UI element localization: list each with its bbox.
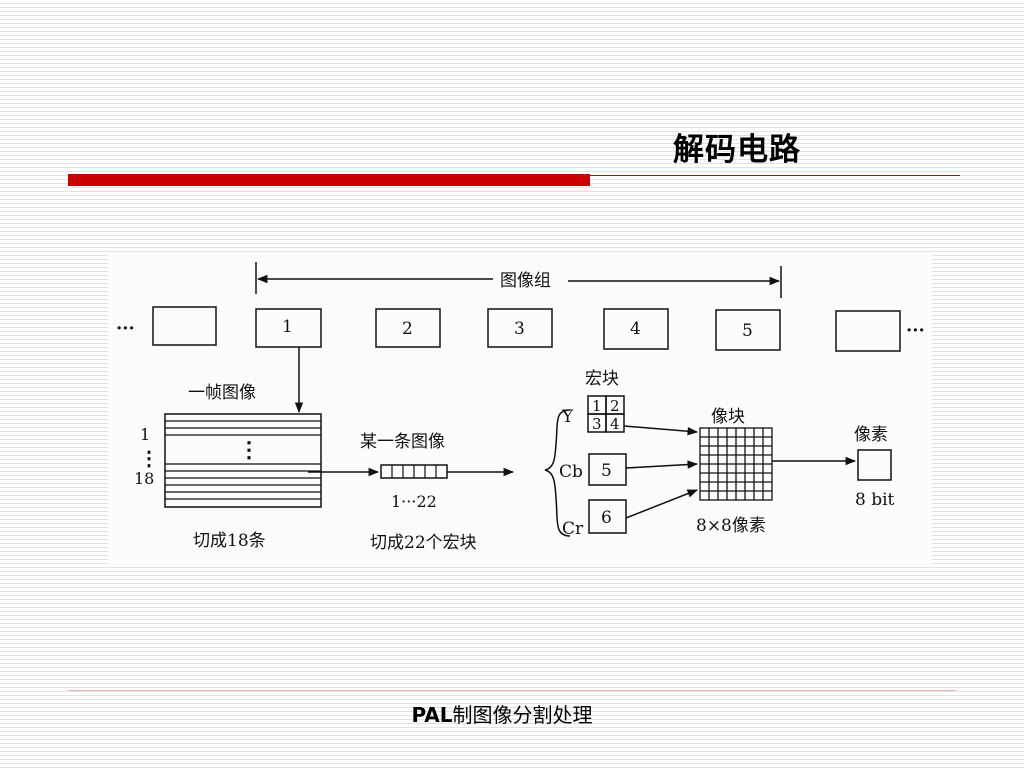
row-end-label: 18 (134, 469, 154, 488)
title-underline-thin (590, 175, 960, 176)
frame-box (255, 308, 322, 348)
strip-label: 某一条图像 (360, 432, 445, 452)
frame-vdots: ⋮ (238, 437, 260, 463)
y-block-number: 3 (592, 415, 602, 433)
gop-label: 图像组 (500, 271, 551, 291)
pixel-label: 像素 (854, 425, 888, 445)
cb-block-number: 5 (601, 461, 612, 481)
frames-ellipsis-right: ··· (906, 320, 925, 341)
row-start-label: 1 (140, 425, 150, 444)
footer-text: 制图像分割处理 (452, 703, 593, 727)
block-label: 像块 (711, 407, 745, 427)
strip-range: 1···22 (391, 492, 437, 511)
frame-box (603, 308, 669, 350)
pixel-box (857, 449, 892, 481)
frame-box-unlabeled-left (152, 306, 217, 346)
component-brace (544, 409, 571, 537)
cb-to-block-arrow (625, 460, 699, 469)
frame-box (375, 308, 441, 348)
strip-caption: 切成22个宏块 (370, 533, 477, 553)
frame-label: 一帧图像 (188, 383, 256, 403)
cb-label: Cb (559, 462, 583, 482)
cr-block-number: 6 (601, 508, 612, 528)
frames-ellipsis-left: ··· (116, 318, 135, 339)
frame-detail (164, 413, 322, 508)
y-block (605, 413, 625, 433)
macroblock-label: 宏块 (585, 369, 619, 389)
slide-title: 解码电路 (673, 132, 801, 168)
frame-number: 5 (742, 321, 753, 341)
frame-number: 1 (282, 317, 293, 337)
y-label: Y (561, 407, 574, 427)
frame-box (487, 308, 553, 348)
cb-block (588, 453, 627, 486)
pal-segmentation-diagram: 图像组 ··· 1 2 3 4 5 ··· 一帧图像 ⋮ 1 ⋮ 18 切成18 (108, 254, 932, 566)
frame-caption: 切成18条 (193, 531, 266, 551)
footer-divider (68, 690, 956, 691)
y-block-number: 2 (610, 397, 620, 415)
cr-label: Cr (562, 519, 584, 539)
row-vdots: ⋮ (139, 446, 159, 470)
frame-number: 3 (514, 319, 525, 339)
footer-prefix: PAL (411, 703, 453, 727)
frame-number: 2 (402, 319, 413, 339)
y-to-block-arrow (623, 425, 699, 436)
frame-box-unlabeled-right (835, 310, 901, 352)
cr-to-block-arrow (625, 489, 698, 519)
slide-footer: PAL制图像分割处理 (0, 699, 1004, 728)
pixel-block-grid (699, 427, 773, 501)
frame-number: 4 (630, 319, 641, 339)
block-caption: 8×8像素 (696, 516, 766, 536)
frame-box (715, 309, 781, 351)
title-underline-red (68, 174, 590, 186)
cr-block (588, 499, 627, 534)
y-block-number: 4 (610, 415, 620, 433)
pixel-caption: 8 bit (855, 490, 895, 510)
y-block-number: 1 (592, 397, 602, 415)
